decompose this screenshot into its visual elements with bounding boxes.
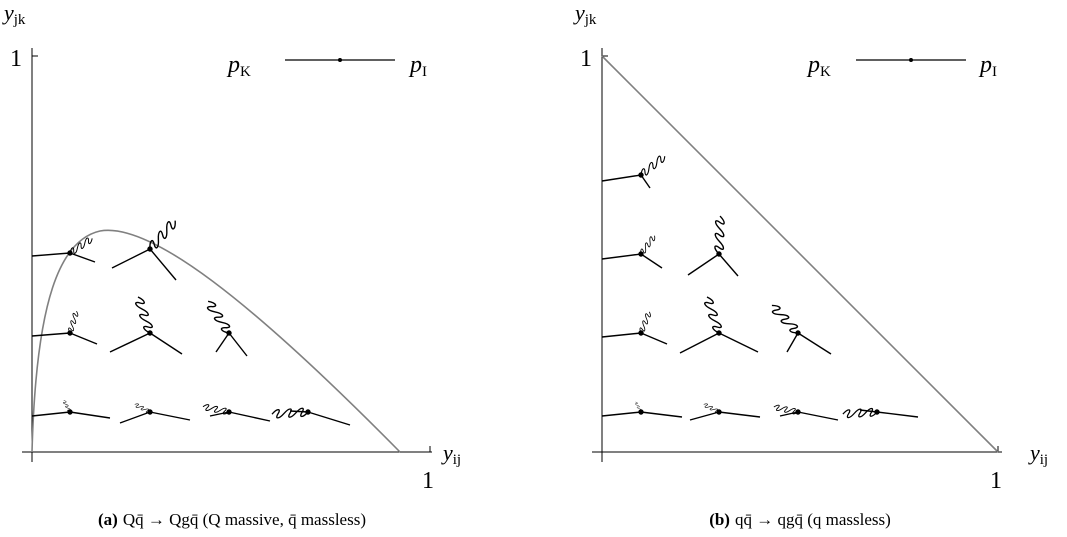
phase-space-boundary-a bbox=[31, 229, 401, 453]
legend-a bbox=[285, 58, 395, 62]
y-tick-label-b: 1 bbox=[580, 46, 592, 72]
feynman-vertex-diagram-icon bbox=[119, 399, 191, 424]
legend-right-label-a: pI bbox=[408, 52, 427, 80]
feynman-vertex-diagram-icon bbox=[687, 214, 739, 277]
feynman-vertex-diagram-icon bbox=[270, 400, 351, 426]
legend-b bbox=[856, 58, 966, 62]
caption-a: (a)Qq̄ → Qgq̄ (Q massive, q̄ massless) bbox=[98, 510, 366, 529]
legend-left-label-a: pK bbox=[226, 52, 251, 80]
feynman-vertex-diagram-icon bbox=[601, 153, 670, 189]
feynman-vertex-diagram-icon bbox=[205, 296, 248, 357]
feynman-vertex-diagram-icon bbox=[109, 296, 183, 355]
x-axis-label-b: yij bbox=[1028, 440, 1048, 468]
y-tick-label-a: 1 bbox=[10, 46, 22, 72]
feynman-vertex-diagram-icon bbox=[841, 401, 919, 426]
feynman-vertex-diagram-icon bbox=[601, 401, 683, 418]
feynman-vertex-diagram-icon bbox=[769, 298, 832, 355]
caption-b: (b)qq̄ → qgq̄ (q massless) bbox=[709, 510, 891, 529]
feynman-vertex-diagram-icon bbox=[111, 217, 184, 281]
phase-space-boundary-b bbox=[601, 55, 999, 453]
panel-b: yjk 1 yij 1 pK pI (b)qq̄ → qgq̄ (q massl… bbox=[573, 0, 1048, 529]
feynman-vertex-diagram-icon bbox=[679, 296, 759, 354]
feynman-vertex-diagram-icon bbox=[31, 399, 111, 419]
legend-left-label-b: pK bbox=[806, 52, 831, 80]
axes-a bbox=[22, 48, 432, 462]
axes-b bbox=[592, 48, 1002, 462]
feynman-vertex-diagram-icon bbox=[31, 309, 98, 345]
y-axis-label-a: yjk bbox=[2, 0, 26, 28]
feynman-vertex-diagram-icon bbox=[772, 398, 839, 421]
x-tick-label-b: 1 bbox=[990, 468, 1002, 494]
feynman-vertex-diagram-icon bbox=[689, 399, 761, 421]
feynman-vertex-diagram-icon bbox=[601, 234, 663, 269]
x-axis-label-a: yij bbox=[441, 440, 461, 468]
feynman-vertex-diagram-icon bbox=[31, 236, 96, 263]
x-tick-label-a: 1 bbox=[422, 468, 434, 494]
feynman-vertex-diagram-icon bbox=[201, 397, 271, 422]
legend-right-label-b: pI bbox=[978, 52, 997, 80]
panel-a: yjk 1 yij 1 pK pI (a)Qq̄ → Qgq̄ (Q massi… bbox=[2, 0, 461, 529]
y-axis-label-b: yjk bbox=[573, 0, 597, 28]
feynman-vertex-diagram-icon bbox=[601, 310, 668, 345]
